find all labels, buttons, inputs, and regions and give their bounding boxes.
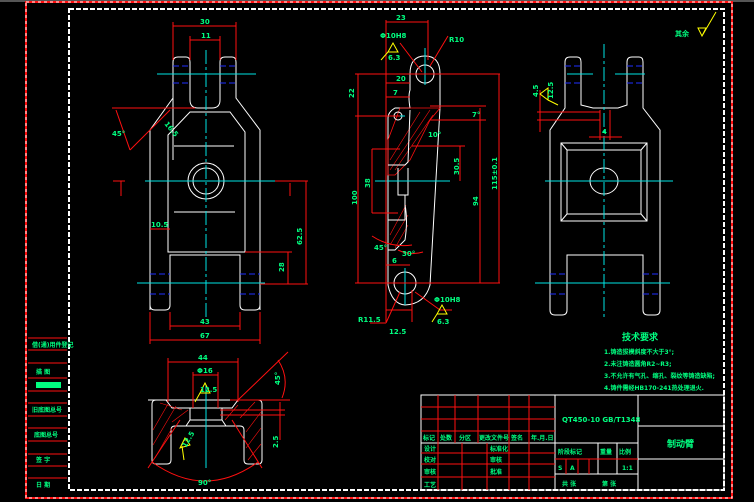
- dim-hole-bottom: Φ10H8: [434, 296, 461, 304]
- tb-row-left: 设计: [424, 445, 436, 453]
- dim-thickness: 2.5: [272, 435, 280, 448]
- dim-inner-height: 94: [472, 196, 480, 206]
- tb-sheet-no: 第 张: [601, 480, 617, 488]
- tb-stage-header: 阶段标记: [558, 448, 582, 456]
- tb-scale-value: 1:1: [622, 465, 633, 472]
- tech-req-heading: 技术要求: [622, 331, 659, 343]
- dim-radius-bottom: R11.5: [358, 316, 381, 324]
- dim-left-height: 22: [348, 88, 356, 98]
- dim-small-offset: 7: [393, 89, 398, 97]
- side-bar: [36, 382, 61, 388]
- tb-scale-header: 比例: [619, 448, 631, 456]
- roughness-note: 其余: [675, 11, 717, 38]
- dim-angle-small: 7°: [472, 111, 480, 119]
- tb-header-0: 标记: [422, 434, 435, 442]
- dim-top-offset: 23: [396, 14, 406, 22]
- title-block[interactable]: 标记 处数 分区 更改文件号 签名 年.月.日 设计 标准化 校对 审核 审核 …: [420, 394, 725, 491]
- dim-section-width: 44: [198, 354, 208, 362]
- tb-stage-mark: S: [558, 465, 562, 472]
- tb-row-mid: 批准: [490, 468, 502, 476]
- dim-overall-left: 100: [351, 190, 359, 205]
- drawing-title: 制动臂: [667, 438, 694, 450]
- dim-top-width: 30: [200, 18, 210, 26]
- dim-angle: 45°: [112, 130, 125, 138]
- side-label-3: 旧底图总号: [32, 406, 62, 414]
- roughness-symbol-icon: [697, 11, 717, 38]
- dim-bore: Φ16: [197, 367, 213, 375]
- dim-height-center: 62.5: [296, 228, 304, 245]
- technical-requirements: 技术要求 1.铸造拔模斜度不大于3°; 2.未注铸造圆角R2~R3; 3.不允许…: [604, 331, 715, 392]
- roughness-right: 12.5: [547, 82, 555, 99]
- dim-hole-top: Φ10H8: [380, 32, 407, 40]
- tb-row-mid: 标准化: [489, 445, 508, 453]
- tech-req-item: 1.铸造拔模斜度不大于3°;: [604, 348, 674, 356]
- side-label-1: 描 图: [36, 368, 50, 376]
- side-label-4: 底图总号: [34, 431, 58, 439]
- side-label-5: 签 字: [35, 456, 50, 464]
- roughness-top: 6.3: [388, 54, 401, 62]
- right-view[interactable]: 4.5 12.5 4: [532, 44, 673, 320]
- tb-header-2: 分区: [459, 434, 471, 442]
- dim-overall-right: 115±0.1: [491, 157, 499, 190]
- dim-arc-angle: 90°: [198, 479, 211, 487]
- dim-slot-width: 11: [201, 32, 211, 40]
- dim-angle-10: 10°: [428, 131, 441, 139]
- sheet-border: [25, 1, 733, 499]
- side-view[interactable]: 23 Φ10H8 6.3 R10 20 7 22 7° 10° 30.5 38 …: [348, 14, 500, 336]
- dim-right-slot: 4: [602, 128, 607, 136]
- tb-header-1: 处数: [439, 434, 453, 442]
- dim-inner-width: 43: [200, 318, 210, 326]
- tb-header-4: 签名: [510, 434, 523, 442]
- roughness-bottom: 6.3: [437, 318, 450, 326]
- dim-fork-depth: 28: [278, 262, 286, 272]
- dim-chamfer-angle: 45°: [274, 372, 282, 385]
- dim-radius-top: R10: [449, 36, 464, 44]
- dim-right-offset: 4.5: [532, 84, 540, 97]
- tb-stage-mark: A: [570, 465, 575, 472]
- roughness-section: 12.5: [200, 386, 217, 394]
- front-view[interactable]: 30 11 45° 16.5 10.5 62.5 28 43 67: [112, 18, 308, 344]
- dim-lower: 38: [364, 178, 372, 188]
- section-view[interactable]: 44 Φ16 12.5 45° 2.5 12.5 90°: [147, 351, 290, 487]
- roughness-inner: 12.5: [181, 430, 197, 449]
- tb-row-left: 审核: [424, 468, 436, 476]
- tb-row-mid: 审核: [490, 456, 502, 464]
- side-column: 借(通)用件登记 描 图 旧底图总号 底图总号 签 字 日 期: [28, 337, 74, 489]
- dim-bottom-width: 12.5: [389, 328, 406, 336]
- roughness-note-label: 其余: [675, 29, 690, 38]
- dim-outer-width: 67: [200, 332, 210, 340]
- tech-req-item: 4.铸件需经HB170-241热处理退火.: [604, 384, 704, 392]
- tb-header-3: 更改文件号: [479, 434, 509, 442]
- side-label-0: 借(通)用件登记: [31, 341, 74, 349]
- tb-row-left: 校对: [424, 456, 436, 464]
- dim-hole-offset: 20: [396, 75, 406, 83]
- tb-sheet-total: 共 张: [562, 480, 577, 488]
- tech-req-item: 2.未注铸造圆角R2~R3;: [604, 360, 671, 368]
- dim-angle-45: 45°: [374, 244, 387, 252]
- tb-weight-header: 重量: [600, 448, 612, 456]
- dim-mid: 30.5: [453, 158, 461, 175]
- dim-bottom-offset: 6: [392, 257, 397, 265]
- dim-angle-30: 30°: [402, 250, 415, 258]
- tb-header-5: 年.月.日: [531, 434, 554, 442]
- tb-row-left: 工艺: [424, 481, 436, 489]
- dim-wall: 10.5: [151, 221, 168, 229]
- dim-chamfer: 16.5: [162, 120, 179, 138]
- tech-req-item: 3.不允许有气孔、缩孔、裂纹等铸造缺陷;: [604, 372, 715, 380]
- side-label-6: 日 期: [36, 481, 50, 489]
- material-label: QT450-10 GB/T1348: [562, 416, 640, 424]
